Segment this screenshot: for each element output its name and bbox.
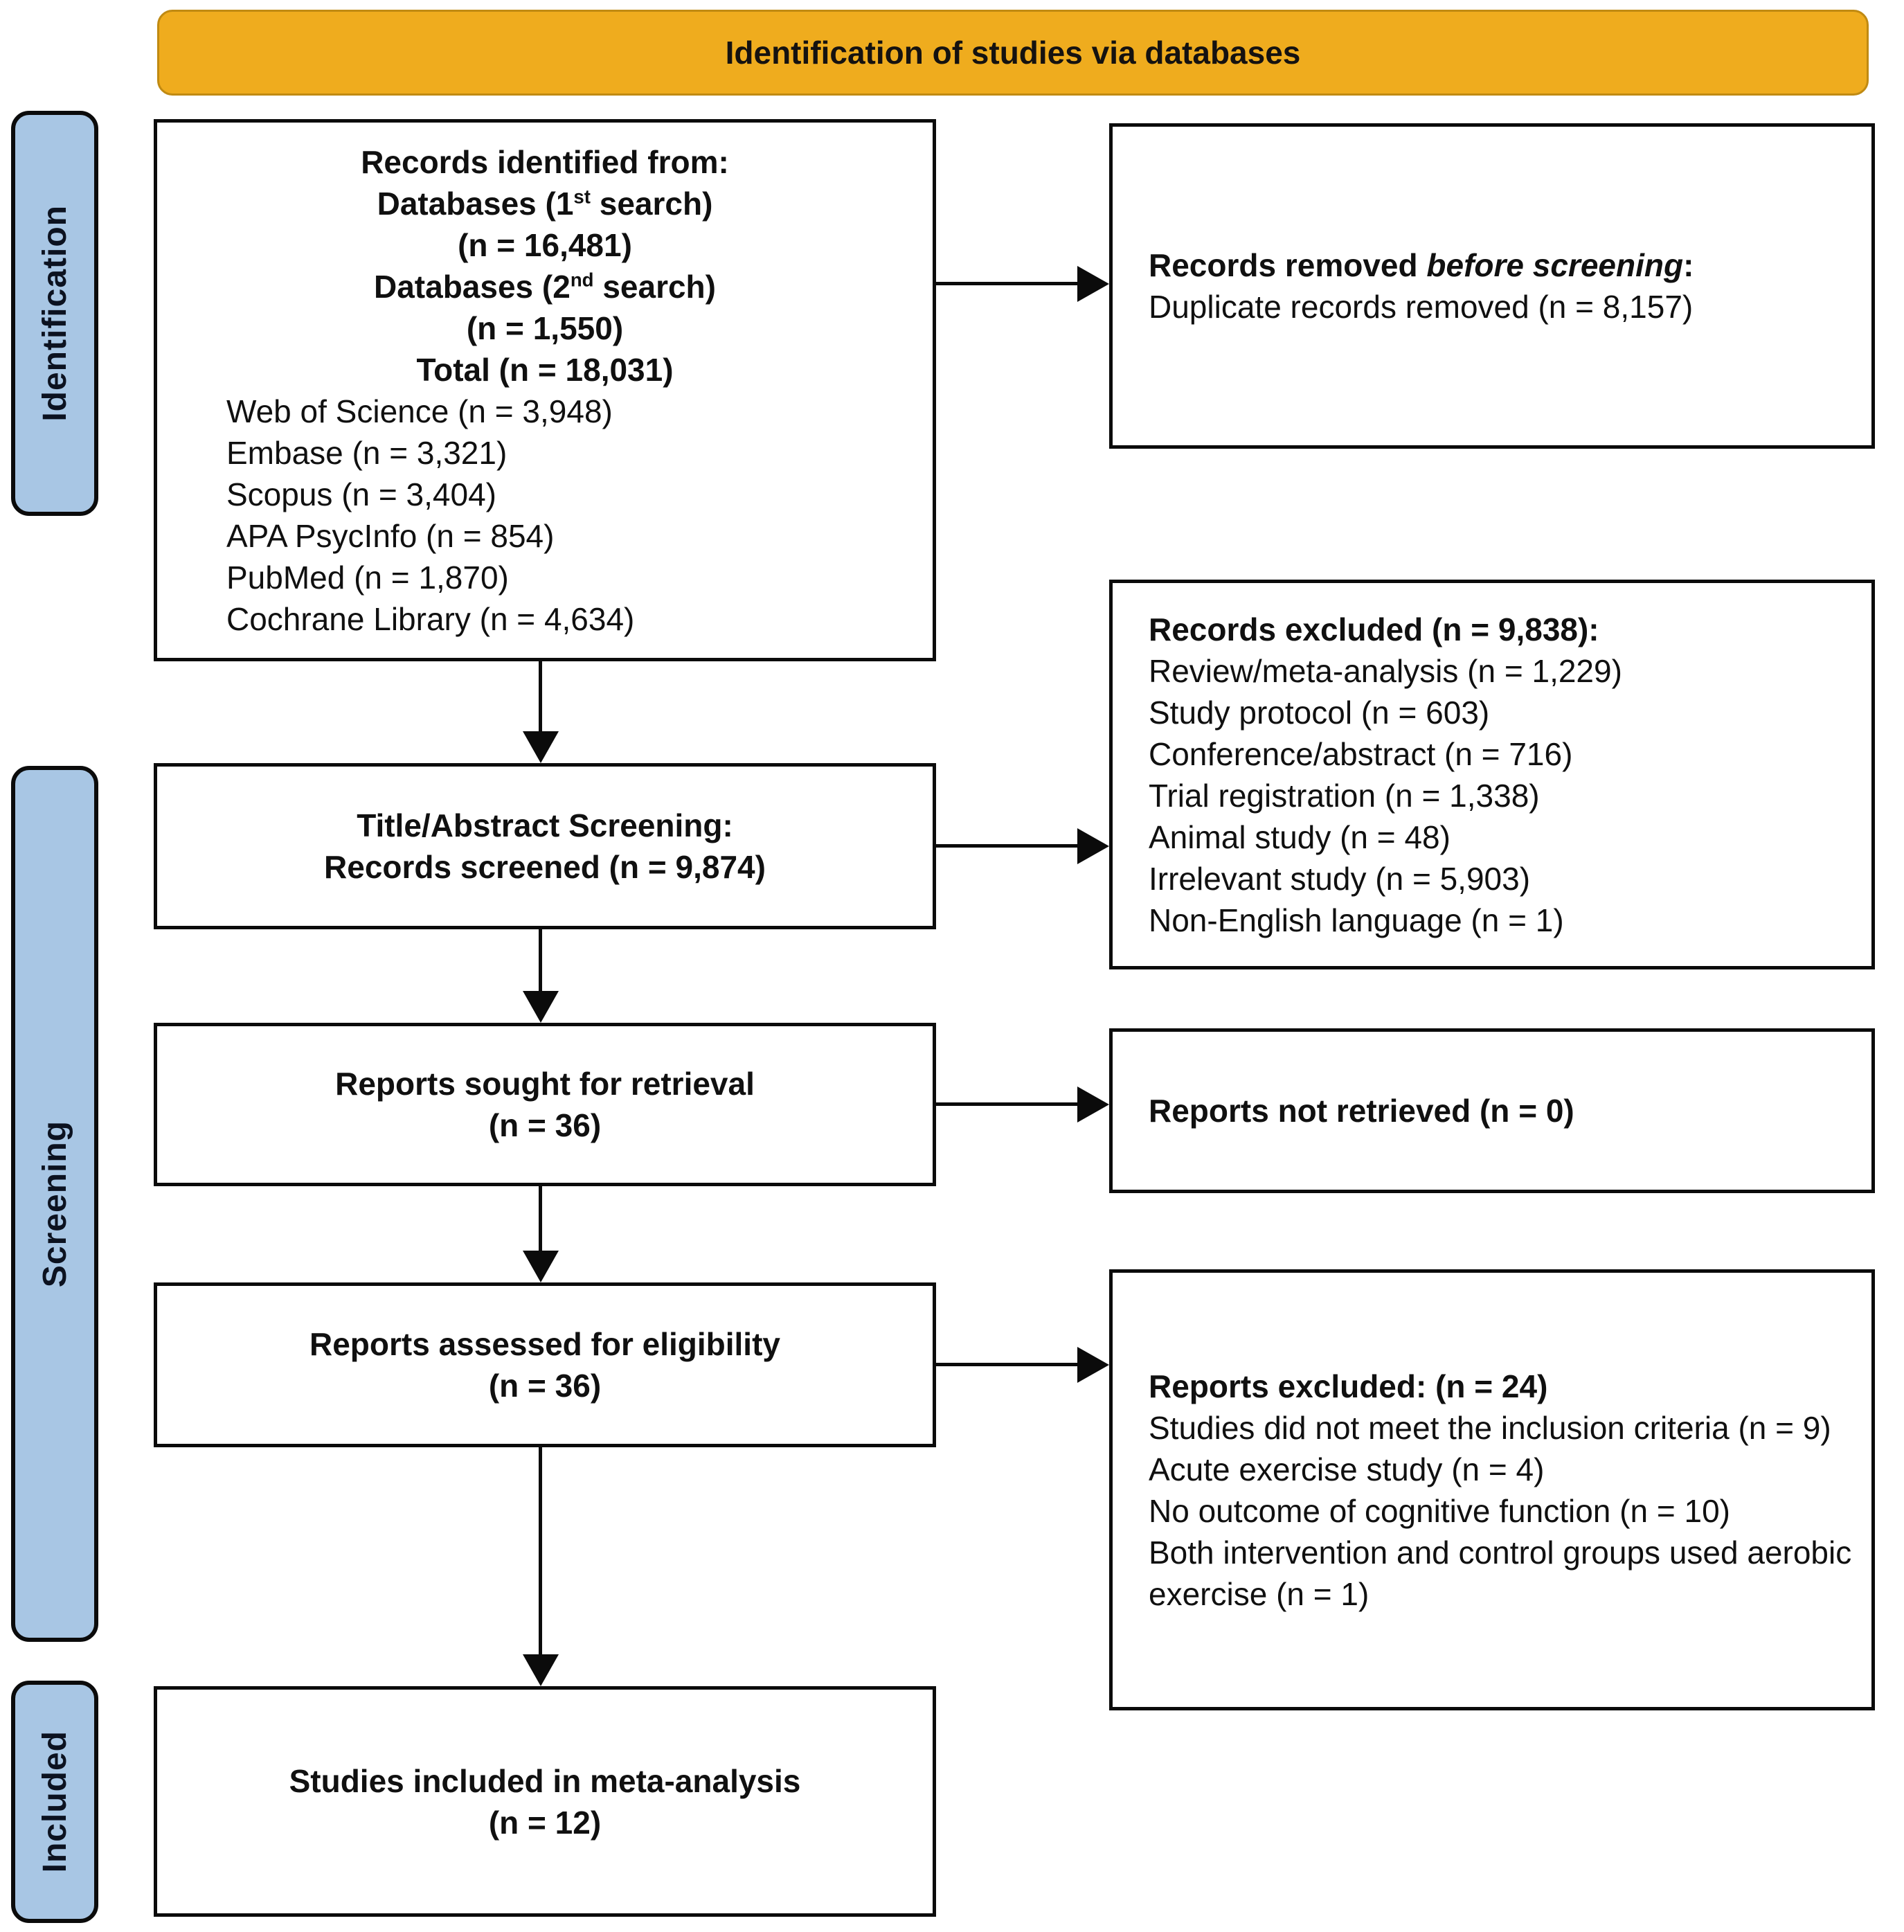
text-line: Review/meta-analysis (n = 1,229) <box>1149 652 1622 689</box>
box-records-excluded: Records excluded (n = 9,838): Review/meta… <box>1109 580 1875 969</box>
text-line: (n = 36) <box>488 1107 602 1143</box>
arrow-assessed-to-reports-excluded-head <box>1077 1347 1109 1383</box>
text-line: Embase (n = 3,321) <box>226 434 508 471</box>
box-reports-excluded: Reports excluded: (n = 24) Studies did no… <box>1109 1269 1875 1710</box>
text-line: Studies did not meet the inclusion crite… <box>1149 1409 1831 1446</box>
text-line: Non-English language (n = 1) <box>1149 902 1564 938</box>
text-line: Studies included in meta-analysis <box>289 1762 801 1799</box>
text-line: (n = 36) <box>488 1368 602 1404</box>
text-line: (n = 12) <box>488 1804 602 1841</box>
text-line: No outcome of cognitive function (n = 10… <box>1149 1492 1730 1529</box>
arrow-screening-to-sought-head <box>523 991 559 1023</box>
box-reports-assessed-for-eligibility: Reports assessed for eligibility (n = 36) <box>154 1282 936 1447</box>
box-title-abstract-screening: Title/Abstract Screening: Records screene… <box>154 763 936 929</box>
arrow-assessed-to-included-head <box>523 1654 559 1686</box>
box-reports-not-retrieved: Reports not retrieved (n = 0) <box>1109 1028 1875 1193</box>
text-line: Title/Abstract Screening: <box>357 807 733 843</box>
text-line: (n = 16,481) <box>458 226 632 263</box>
text-line: (n = 1,550) <box>466 310 624 346</box>
text-line: Records excluded (n = 9,838): <box>1149 611 1599 647</box>
arrow-identified-to-removed <box>936 282 1079 285</box>
text-line: Irrelevant study (n = 5,903) <box>1149 860 1531 897</box>
arrow-identified-to-screening-head <box>523 731 559 763</box>
text-line: Acute exercise study (n = 4) <box>1149 1451 1545 1487</box>
text-line: Reports excluded: (n = 24) <box>1149 1368 1548 1404</box>
text-line: Reports not retrieved (n = 0) <box>1149 1093 1574 1129</box>
side-label-included-text: Included <box>36 1730 73 1873</box>
arrow-identified-to-removed-head <box>1077 266 1109 302</box>
text-line: Trial registration (n = 1,338) <box>1149 777 1540 814</box>
text-line: Study protocol (n = 603) <box>1149 694 1490 731</box>
arrow-screening-to-records-excluded-head <box>1077 828 1109 864</box>
text-line: Records screened (n = 9,874) <box>324 849 766 885</box>
text-line: Reports sought for retrieval <box>335 1066 755 1102</box>
arrow-assessed-to-reports-excluded <box>936 1363 1079 1366</box>
arrow-identified-to-screening <box>539 661 542 734</box>
side-label-included: Included <box>11 1681 98 1923</box>
text-line: Total (n = 18,031) <box>416 351 674 388</box>
banner-title: Identification of studies via databases <box>725 35 1301 71</box>
text-line: Cochrane Library (n = 4,634) <box>226 600 635 637</box>
arrow-screening-to-records-excluded <box>936 844 1079 848</box>
text-line: Databases (2nd search) <box>374 268 716 305</box>
arrow-sought-to-assessed <box>539 1186 542 1255</box>
text-line: Reports assessed for eligibility <box>309 1326 780 1362</box>
side-label-screening-text: Screening <box>36 1120 73 1288</box>
text-line: Duplicate records removed (n = 8,157) <box>1149 289 1694 325</box>
text-line: Databases (1st search) <box>377 185 713 222</box>
box-records-identified: Records identified from: Databases (1st s… <box>154 119 936 661</box>
side-label-identification-text: Identification <box>36 205 73 422</box>
text-line: Records removed before screening: <box>1149 247 1694 283</box>
arrow-screening-to-sought <box>539 929 542 995</box>
side-label-identification: Identification <box>11 111 98 516</box>
text-line: Scopus (n = 3,404) <box>226 476 496 512</box>
arrow-sought-to-not-retrieved-head <box>1077 1086 1109 1122</box>
arrow-assessed-to-included <box>539 1447 542 1658</box>
box-records-removed-before-screening: Records removed before screening: Duplica… <box>1109 123 1875 449</box>
text-line: Conference/abstract (n = 716) <box>1149 735 1573 772</box>
banner: Identification of studies via databases <box>157 10 1869 96</box>
arrow-sought-to-not-retrieved <box>936 1102 1079 1106</box>
text-line: Web of Science (n = 3,948) <box>226 393 613 429</box>
text-line: PubMed (n = 1,870) <box>226 559 509 596</box>
text-line: Both intervention and control groups use… <box>1149 1534 1852 1612</box>
box-studies-included-in-meta-analysis: Studies included in meta-analysis (n = 12… <box>154 1686 936 1917</box>
box-reports-sought-for-retrieval: Reports sought for retrieval (n = 36) <box>154 1023 936 1186</box>
text-line: Records identified from: <box>361 143 729 180</box>
arrow-sought-to-assessed-head <box>523 1251 559 1282</box>
text-line: APA PsycInfo (n = 854) <box>226 517 555 554</box>
side-label-screening: Screening <box>11 766 98 1642</box>
text-line: Animal study (n = 48) <box>1149 819 1451 855</box>
